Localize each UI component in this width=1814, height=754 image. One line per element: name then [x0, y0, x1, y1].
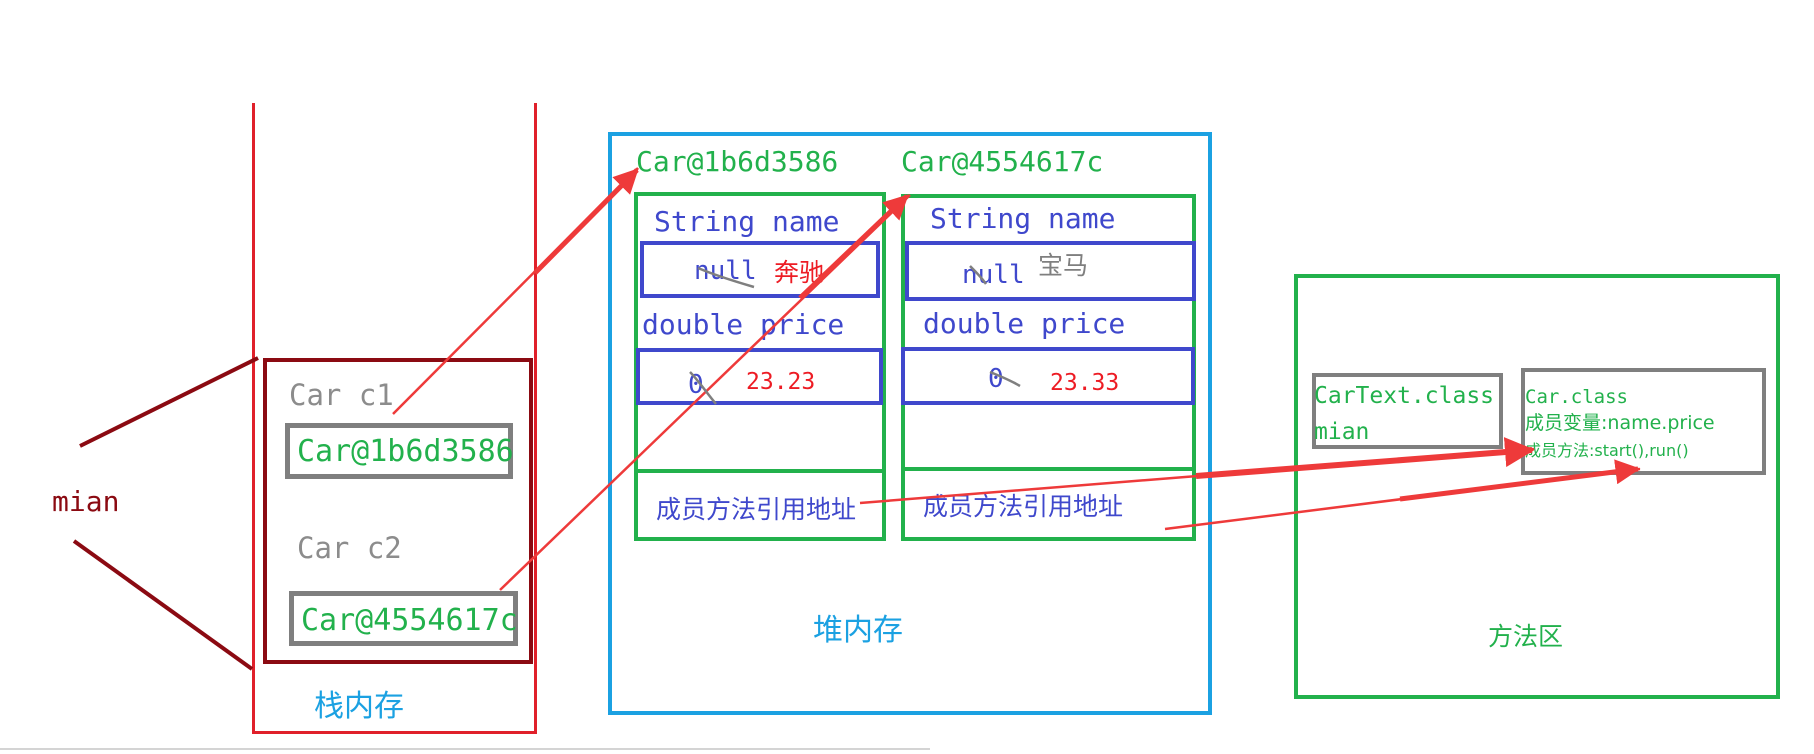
object1-method-ref: 成员方法引用地址	[656, 495, 857, 524]
object2-field2-decl: double price	[923, 307, 1126, 340]
var-c2-box	[289, 591, 518, 646]
object2-method-arrow-bold	[1399, 459, 1641, 502]
class1-box	[1312, 373, 1503, 449]
frame-bracket-top	[79, 356, 259, 448]
object2-zero-strike	[989, 370, 1021, 388]
class2-fields: 成员变量:name.price	[1525, 412, 1715, 434]
object1-field2-decl: double price	[642, 308, 845, 341]
object2-null-strike	[969, 265, 988, 285]
heap-title: 堆内存	[813, 613, 903, 648]
object1-address: Car@1b6d3586	[636, 145, 839, 178]
object1-field2-box	[636, 348, 883, 405]
object1-field2-old: 0	[688, 370, 704, 400]
class2-name: Car.class	[1525, 386, 1628, 408]
var-c1-box	[285, 423, 513, 479]
object1-field1-box	[640, 241, 880, 298]
c2-to-object2-arrow-bold	[798, 194, 909, 300]
method-area-region	[1294, 274, 1780, 699]
object2-field2-new: 23.33	[1050, 370, 1120, 396]
stack-region	[252, 103, 537, 734]
object1-null-strike	[697, 266, 755, 289]
object1-method-arrow-bold	[1195, 437, 1535, 479]
object2-field1-old: null	[962, 260, 1025, 290]
stack-title: 栈内存	[314, 689, 404, 724]
bottom-rule	[0, 748, 930, 750]
object2-field1-decl: String name	[930, 202, 1116, 235]
class1-name: CarText.class	[1314, 383, 1495, 409]
class2-box	[1521, 368, 1766, 475]
var-c1-value: Car@1b6d3586	[297, 434, 514, 469]
class1-method: mian	[1314, 419, 1370, 445]
frame-bracket-bottom	[72, 539, 254, 671]
method-area-title: 方法区	[1488, 622, 1564, 651]
object2-divider	[901, 467, 1196, 471]
heap-region	[608, 132, 1212, 715]
main-frame-label: mian	[52, 485, 120, 518]
main-frame	[263, 358, 533, 664]
object1-divider	[634, 469, 886, 473]
object2-method-ref: 成员方法引用地址	[923, 492, 1124, 521]
var-c2-value: Car@4554617c	[301, 603, 518, 638]
var-c2-label: Car c2	[297, 531, 402, 565]
object1-field1-decl: String name	[654, 205, 840, 238]
c1-to-object1-arrow-bold	[533, 168, 639, 275]
var-c1-label: Car c1	[289, 378, 394, 412]
class2-methods: 成员方法:start(),run()	[1525, 441, 1689, 460]
object2-address: Car@4554617c	[901, 145, 1104, 178]
object1-zero-strike	[689, 371, 717, 405]
object2-field2-box	[901, 347, 1195, 405]
object1-field2-new: 23.23	[746, 369, 816, 395]
object2-field1-box	[905, 241, 1196, 301]
object2-field1-new: 宝马	[1038, 251, 1089, 280]
